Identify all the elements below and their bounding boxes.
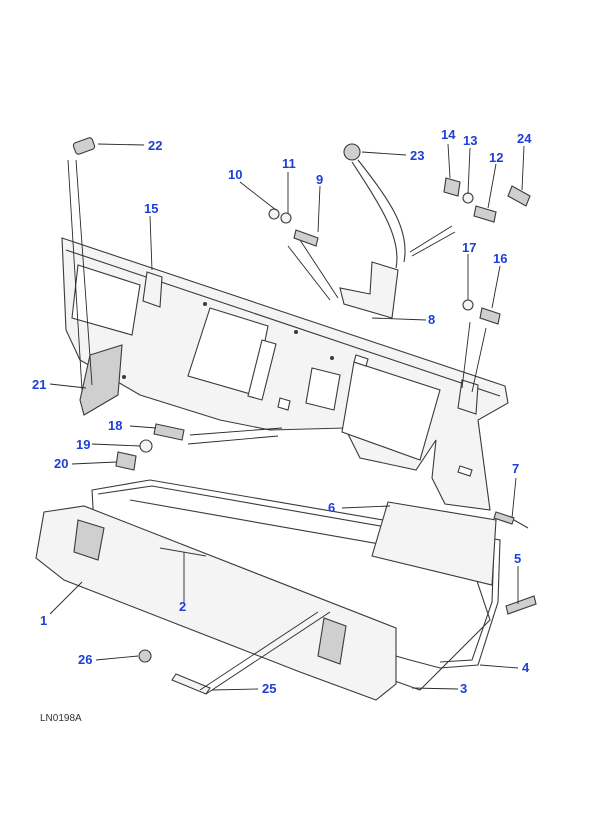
main-panel: [61, 237, 509, 511]
callout-12: 12: [489, 150, 504, 165]
tray-cover-1-shape: [35, 505, 397, 701]
callout-13: 13: [463, 133, 478, 148]
callout-leaders: [49, 143, 525, 691]
callout-10: 10: [228, 167, 243, 182]
rod-3-shape: [129, 499, 491, 691]
callout-4: 4: [522, 660, 530, 675]
callout-3: 3: [460, 681, 468, 696]
cable-end-23-shape: [343, 143, 361, 161]
callout-24: 24: [517, 131, 532, 146]
callout-1: 1: [40, 613, 48, 628]
callout-25: 25: [262, 681, 277, 696]
callout-2: 2: [179, 599, 187, 614]
bracket-right-shape: [457, 379, 479, 415]
callout-21: 21: [32, 377, 47, 392]
callout-23: 23: [410, 148, 425, 163]
striker-22-shape: [72, 137, 96, 155]
callout-22: 22: [148, 138, 163, 153]
callout-5: 5: [514, 551, 522, 566]
callout-19: 19: [76, 437, 91, 452]
diagram-reference-code: LN0198A: [40, 713, 82, 724]
callout-20: 20: [54, 456, 69, 471]
bracket-15-shape: [142, 271, 163, 308]
callout-16: 16: [493, 251, 508, 266]
callout-14: 14: [441, 127, 456, 142]
callout-15: 15: [144, 201, 159, 216]
bracket-8-shape: [339, 261, 399, 319]
callout-8: 8: [428, 312, 436, 327]
callout-9: 9: [316, 172, 324, 187]
callout-26: 26: [78, 652, 93, 667]
callout-6: 6: [328, 500, 336, 515]
callout-7: 7: [512, 461, 520, 476]
callout-18: 18: [108, 418, 123, 433]
panel-6-shape: [371, 501, 497, 586]
callout-17: 17: [462, 240, 477, 255]
callout-11: 11: [282, 156, 296, 171]
